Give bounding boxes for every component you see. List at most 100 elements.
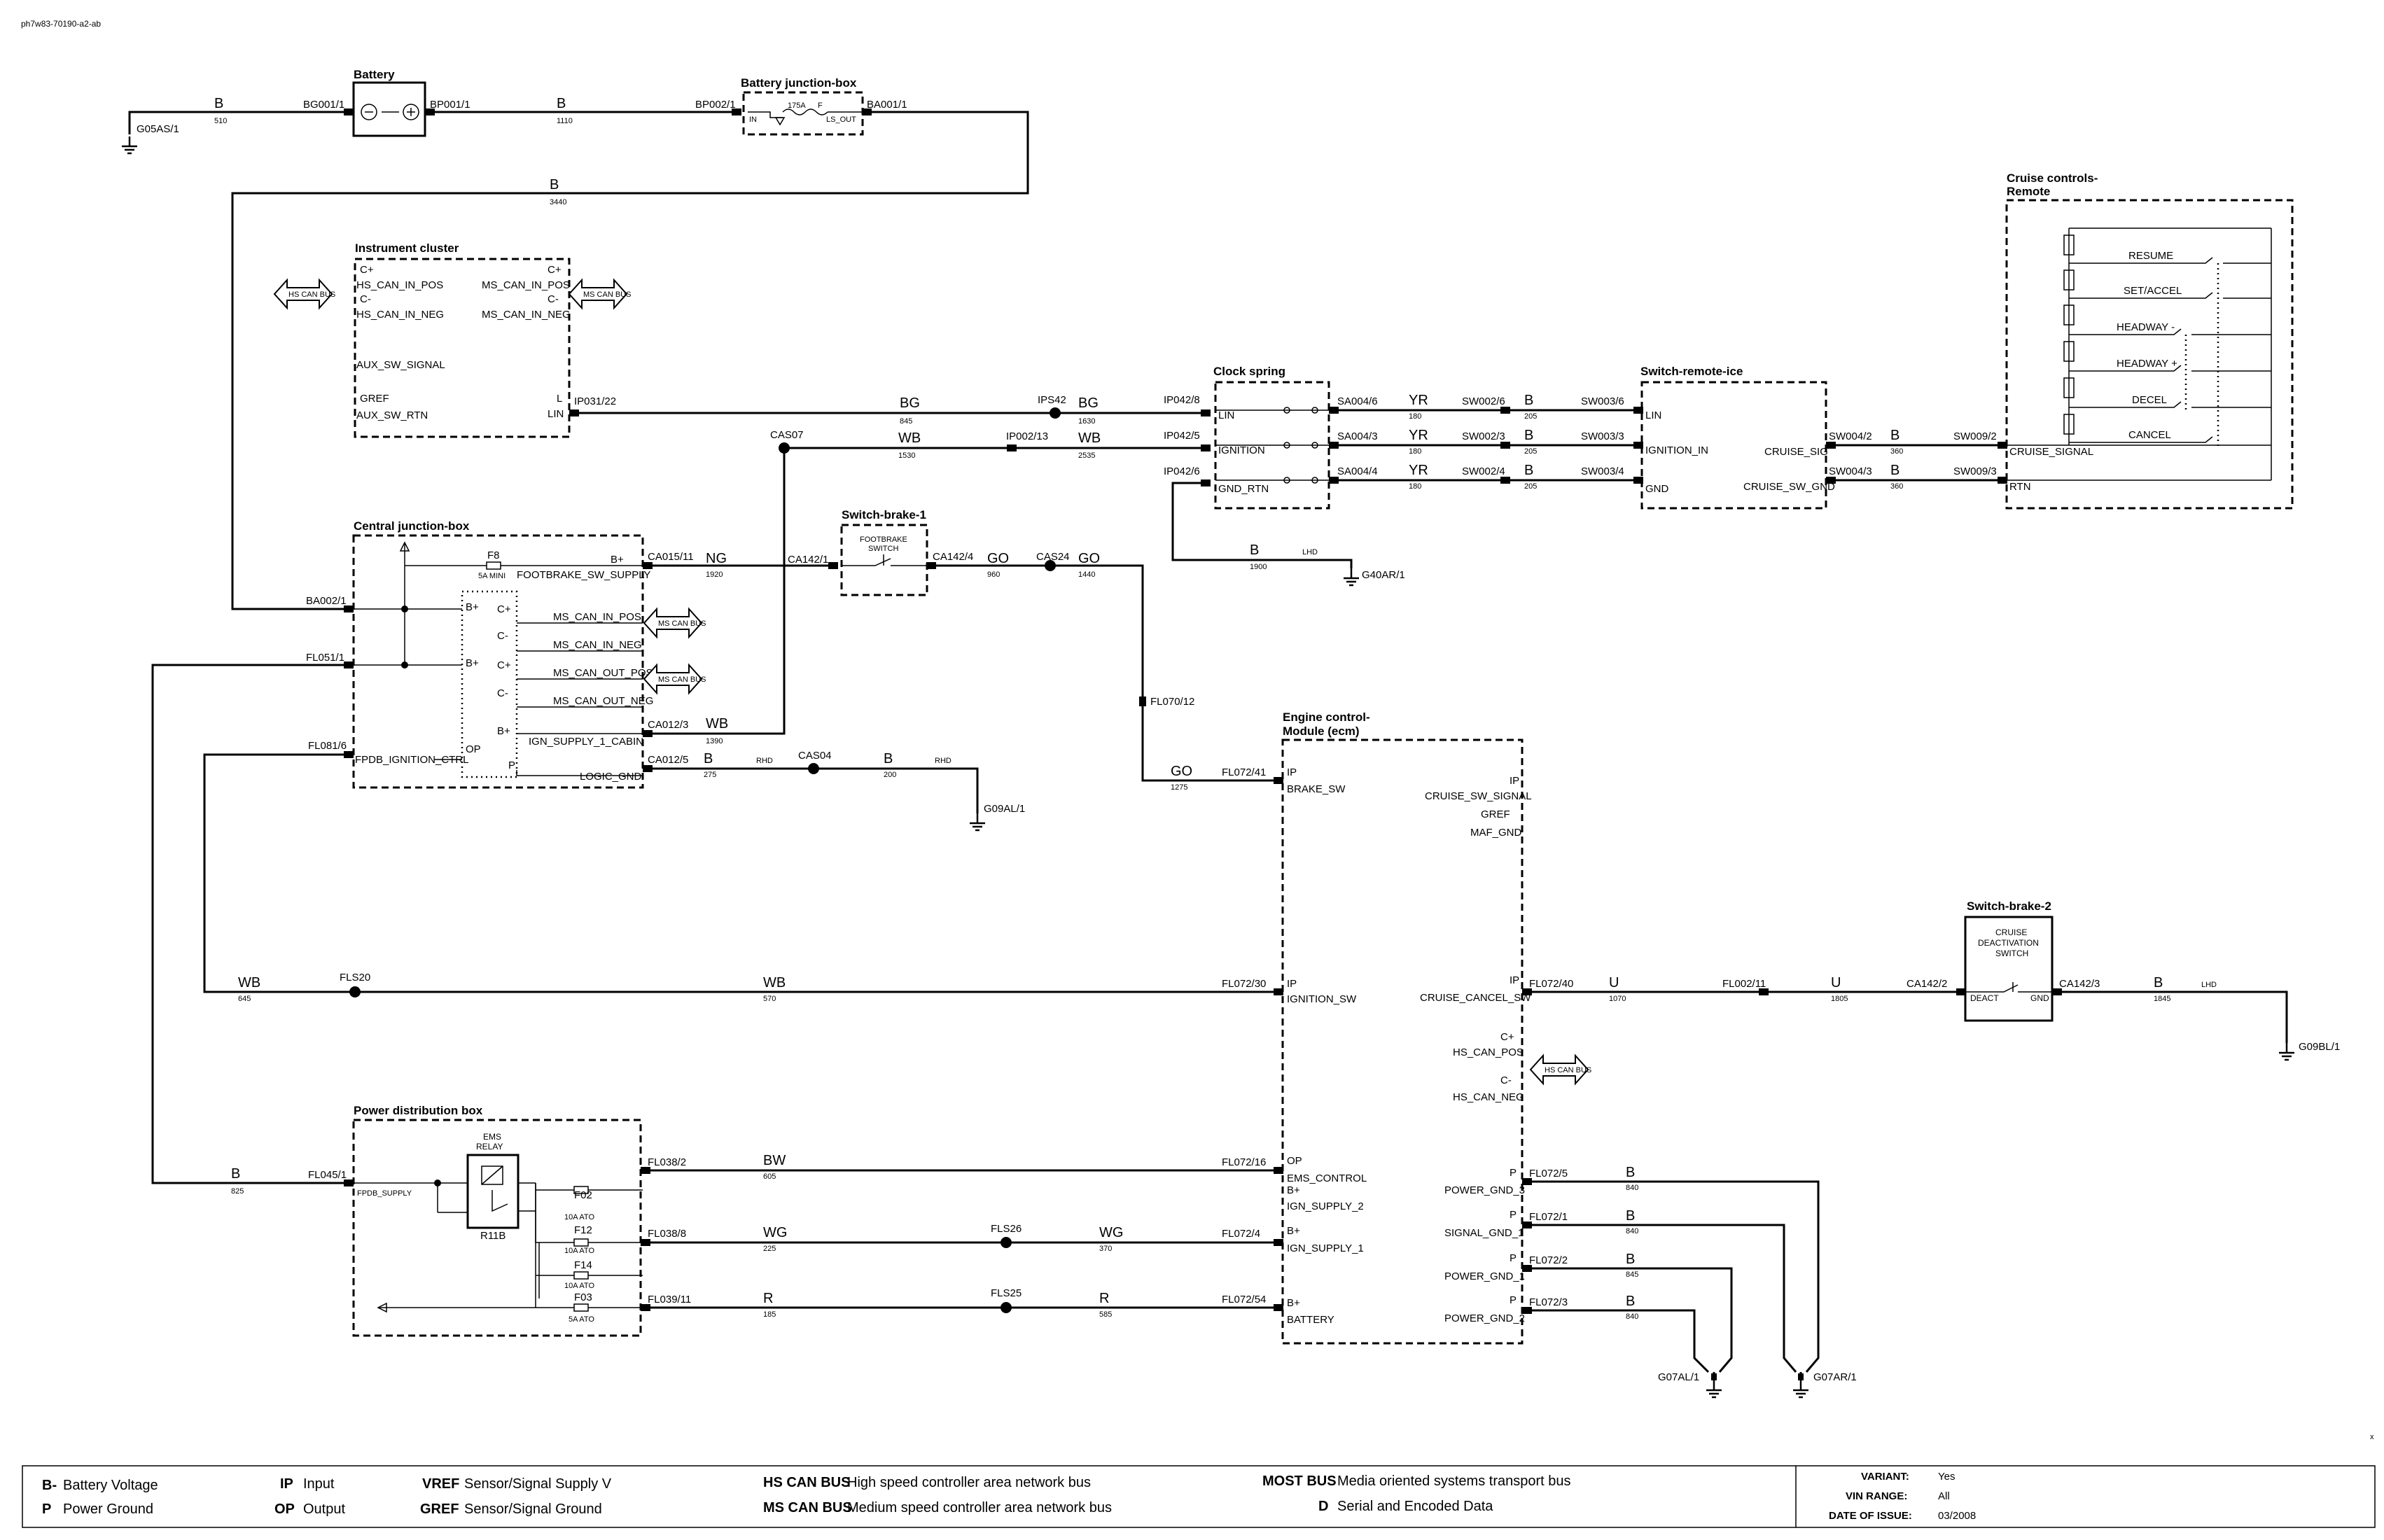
circuit-number: 3440 [550, 198, 566, 206]
fuse-label: F14 [574, 1259, 592, 1271]
pin-label: GREF [360, 393, 389, 405]
switch-label-headway-plus: HEADWAY + [2117, 358, 2177, 370]
lin-circuit: BG 845 IPS42 BG 1630 IP042/8 CAS07 WB 15… [578, 365, 1643, 587]
circuit-number: 585 [1099, 1310, 1112, 1319]
pin-label: LS_OUT [826, 115, 856, 124]
pin-label: IGNITION_SW [1287, 993, 1357, 1005]
circuit-number: 1440 [1078, 570, 1095, 579]
legend: B- Battery Voltage P Power Ground IP Inp… [22, 1465, 2376, 1528]
hs-can-bus-arrow: HS CAN BUS [288, 290, 335, 299]
wire-510 [128, 111, 354, 134]
wire-275-200 [652, 767, 979, 813]
ems-relay-label: RELAY [476, 1142, 503, 1152]
pin-label: POWER_GND_3 [1444, 1184, 1525, 1196]
pin-label: DEACT [1970, 993, 1999, 1003]
wire-color: B [884, 751, 893, 766]
deactivation-switch-label: DEACTIVATION [1978, 938, 2039, 948]
battery-section: Battery G05AS/1 B 510 BG001/1 BP001/1 B … [120, 68, 1029, 610]
ground-label: G07AL/1 [1658, 1371, 1699, 1383]
pin-label: C+ [497, 659, 511, 671]
footbrake-switch-label: SWITCH [868, 545, 898, 553]
pin-label: C+ [497, 603, 511, 615]
inline-connector [1139, 696, 1146, 706]
connector-label: FL038/8 [648, 1228, 686, 1240]
wire-color: B [231, 1166, 240, 1182]
connector-label: IP002/13 [1006, 430, 1048, 442]
switch-brake-1-box [840, 524, 928, 596]
wire-color: WB [763, 975, 786, 990]
connector-label: SW003/3 [1581, 430, 1624, 442]
wire-color: B [1626, 1165, 1635, 1180]
connector-label: SW002/3 [1462, 430, 1505, 442]
circuit-number: 570 [763, 995, 776, 1003]
pin-label: OP [1287, 1155, 1302, 1167]
wire-color: B [1250, 542, 1259, 558]
pin-label: P [508, 760, 515, 771]
central-junction-box [352, 534, 644, 789]
pin-label: MS_CAN_IN_NEG [553, 639, 642, 651]
pin-label: B+ [497, 725, 510, 737]
wire-color: B [1890, 428, 1899, 443]
pin-label: LOGIC_GND [580, 771, 642, 783]
connector-label: SW004/2 [1829, 430, 1872, 442]
ground-label: G09BL/1 [2299, 1041, 2340, 1053]
connector-label: BA002/1 [306, 595, 347, 607]
resistor [2063, 414, 2075, 435]
pin-label: B+ [466, 657, 479, 669]
pin-label: LIN [1645, 410, 1661, 421]
connector-label: IP042/6 [1164, 465, 1200, 477]
cruise-controls-remote-box [2005, 199, 2294, 510]
connector-label: SW009/2 [1953, 430, 1997, 442]
legend-value: Serial and Encoded Data [1337, 1499, 1493, 1514]
pin-label: C- [497, 630, 508, 642]
pin-label: POWER_GND_2 [1444, 1312, 1525, 1324]
circuit-number: 1110 [557, 117, 573, 125]
footbrake-switch-label: FOOTBRAKE [860, 536, 907, 544]
switch-label-set-accel: SET/ACCEL [2124, 285, 2182, 297]
power-distribution-box-section: Power distribution box FL045/1 B 825 FPD… [231, 1104, 1283, 1337]
circuit-number: 845 [1626, 1270, 1638, 1279]
connector-label: BG001/1 [303, 99, 344, 111]
ems-relay [466, 1154, 520, 1229]
circuit-number: 1845 [2154, 995, 2170, 1003]
page-mark: x [2370, 1433, 2374, 1441]
splice-label: FLS25 [991, 1287, 1022, 1299]
resistor [2063, 234, 2075, 255]
date-of-issue-label: DATE OF ISSUE: [1829, 1510, 1912, 1522]
vin-range-value: All [1938, 1490, 1950, 1502]
switch-contact [842, 558, 891, 566]
pin-label: IP [1510, 974, 1519, 986]
pin-label: LIN [548, 408, 564, 420]
connector-label: BP001/1 [430, 99, 470, 111]
connector-label: FL072/2 [1529, 1254, 1568, 1266]
circuit-number: 960 [987, 570, 1000, 579]
pin-label: P [1510, 1167, 1517, 1179]
pin-label: C- [497, 687, 508, 699]
fuse-rating: 10A ATO [564, 1213, 594, 1222]
circuit-number: 1920 [706, 570, 723, 579]
connector-label: FL072/30 [1222, 978, 1266, 990]
relay-coil [481, 1166, 503, 1185]
pin-label: CRUISE_SIG [1764, 446, 1828, 458]
connector-label: FL072/54 [1222, 1294, 1266, 1306]
wire-color: B [1524, 393, 1533, 408]
splice-label: CAS04 [798, 750, 832, 762]
fuse-rating: 10A ATO [564, 1282, 594, 1290]
legend-key: MOST BUS [1262, 1474, 1337, 1489]
circuit-number: 370 [1099, 1245, 1112, 1253]
fuse-label: F03 [574, 1292, 592, 1303]
wire-color: B [1626, 1252, 1635, 1267]
wire-color: B [1626, 1208, 1635, 1224]
wire-color: B [704, 751, 713, 766]
legend-key: P [42, 1502, 51, 1517]
pin-label: GND_RTN [1218, 483, 1269, 495]
wire-color: WB [706, 716, 728, 732]
switch-remote-ice-section: Switch-remote-ice LIN IGNITION_IN GND CR… [1640, 365, 2007, 510]
switch-remote-ice-title: Switch-remote-ice [1640, 365, 1743, 378]
market-label: RHD [935, 757, 951, 765]
ground-label: G09AL/1 [984, 803, 1025, 815]
switch-brake-2-title: Switch-brake-2 [1967, 899, 2051, 913]
gateway-module [461, 590, 518, 778]
connector-label: SW009/3 [1953, 465, 1997, 477]
splice-fls26 [1001, 1237, 1012, 1248]
